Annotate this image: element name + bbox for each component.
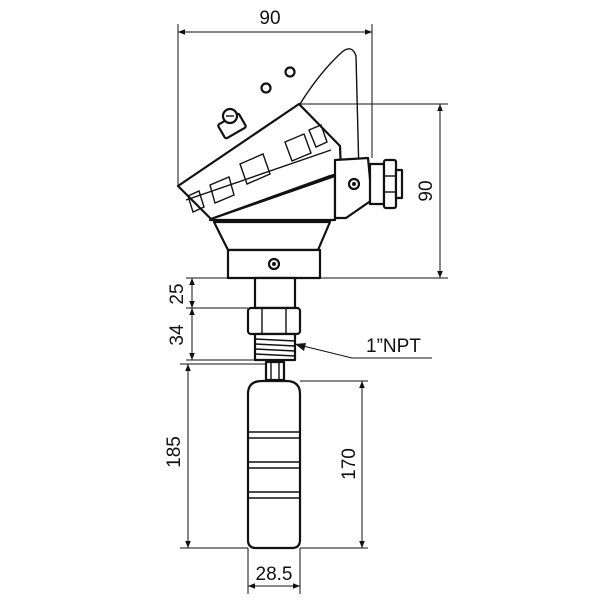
hex-nut [246, 306, 302, 336]
head-neck [212, 220, 332, 252]
dim-neck-length-label: 25 [167, 283, 188, 304]
dim-total-float-length: 185 [164, 363, 266, 549]
thread-callout-label: 1”NPT [366, 336, 421, 357]
dim-float-body-length-label: 170 [339, 448, 360, 480]
npt-thread [253, 332, 297, 362]
float [246, 379, 302, 550]
thread-callout: 1”NPT [294, 336, 432, 359]
lid-hinge-wire [299, 48, 360, 176]
terminal-head [176, 48, 404, 280]
dim-thread-length: 34 [167, 308, 255, 361]
float-body [246, 379, 302, 550]
dim-head-width-label: 90 [259, 8, 280, 29]
head-body [208, 174, 337, 222]
dim-total-float-length-label: 185 [164, 436, 185, 468]
dim-float-body-length: 170 [300, 380, 368, 549]
lid-slots [187, 124, 328, 213]
dim-float-diameter-label: 28.5 [256, 564, 293, 585]
lid-knob [217, 107, 247, 140]
dim-neck-length: 25 [167, 277, 248, 309]
dim-head-height: 90 [300, 103, 448, 279]
dim-head-height-label: 90 [416, 180, 437, 201]
dim-float-diameter: 28.5 [247, 548, 301, 594]
stem [253, 276, 297, 310]
stem-assembly [246, 276, 302, 382]
float-stop [264, 360, 286, 382]
dim-head-width: 90 [177, 8, 373, 186]
dim-thread-length-label: 34 [167, 324, 188, 346]
cable-gland [368, 158, 404, 210]
